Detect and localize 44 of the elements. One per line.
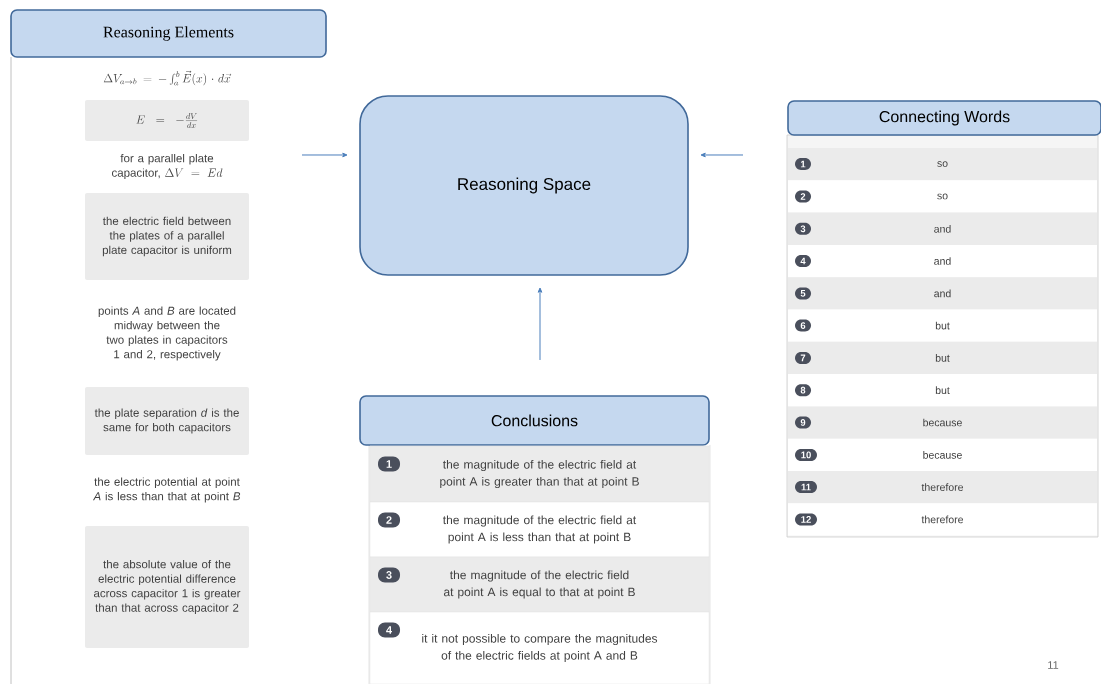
table-row: 5 and: [788, 277, 1097, 310]
table-row: 10 because: [788, 438, 1097, 471]
node-label: 2: [800, 193, 806, 200]
node-label: but: [935, 386, 950, 395]
table-row: 7 but: [788, 341, 1097, 375]
statement-text: the electric potential at point A is less than that at point B: [92, 477, 241, 503]
node-label: 12: [801, 516, 811, 523]
table-row: 3 and: [788, 212, 1097, 245]
table-row: 6 but: [788, 309, 1097, 342]
table-row: 4 and: [788, 244, 1097, 278]
node-label: therefore: [921, 515, 964, 524]
node-label: 4: [800, 257, 806, 265]
table-row: 12 therefore: [788, 503, 1097, 536]
node-label: and: [934, 257, 951, 265]
node-label: but: [935, 321, 950, 330]
statement-text: points A and B are located midway between the two plates in capacitors 1 and 2, respectively: [98, 306, 236, 361]
table-row: 1 so: [788, 148, 1097, 181]
node-label: 8: [800, 386, 806, 394]
node-label: because: [923, 451, 962, 459]
table-row: 11 therefore: [788, 471, 1097, 504]
node-label: 6: [800, 322, 806, 329]
table-row: 9 because: [788, 406, 1097, 439]
arrow: [537, 287, 543, 361]
table-row: 8 but: [788, 374, 1097, 407]
node-label: 10: [801, 451, 811, 459]
statement-text: for a parallel plate capacitor, $\Delta V = Ed$: [112, 153, 223, 180]
reasoning-box: Reasoning Space: [359, 95, 689, 276]
statement-card: $E = -\frac{dV}{dx}$: [85, 100, 249, 141]
section-header: Connecting Words: [787, 100, 1101, 136]
page-number: 11: [1048, 661, 1059, 669]
statement-card: the electric field between the plates of a parallel plate capacitor is uniform: [85, 193, 249, 280]
table-row: 2 so: [788, 180, 1097, 213]
table-row: 3 the magnitude of the electric field at point A is equal to that at point B: [369, 556, 710, 613]
table-row: 4 it it not possible to compare the magnitudes of the electric fields at point A and B: [369, 611, 710, 684]
statement-card: the plate separation d is the same for both capacitors: [85, 387, 249, 455]
node-label: so: [937, 193, 948, 200]
statement-card: the absolute value of the electric potential difference across capacitor 1 is greater than that across capacitor 2: [85, 526, 249, 648]
statement-text: $\Delta V_{a\to b} = -\int_a^b \vec{E}(x)\cdot d\vec{x}$: [103, 70, 232, 86]
table-row: 1 the magnitude of the electric field at point A is greater than that at point B: [369, 445, 710, 503]
table-row: 2 the magnitude of the electric field at point A is less than that at point B: [369, 501, 710, 558]
section-header: Reasoning Elements: [10, 9, 327, 58]
arrow: [301, 152, 348, 158]
section-header: Conclusions: [359, 395, 710, 446]
arrow: [700, 152, 744, 158]
